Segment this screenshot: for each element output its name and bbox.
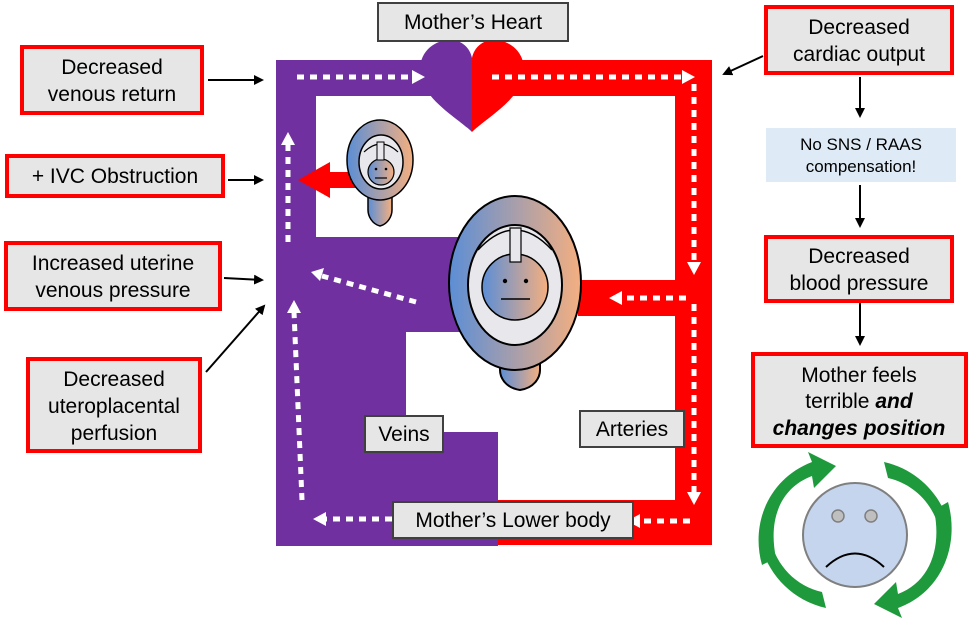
fetus-large <box>448 195 582 392</box>
mother-feels-box: Mother feels terrible and changes positi… <box>751 352 968 448</box>
decreased-uteroplacental-box: Decreased uteroplacental perfusion <box>26 357 202 453</box>
mothers-lower-body-label: Mother’s Lower body <box>392 501 634 539</box>
svg-text:Increased uterine: Increased uterine <box>32 252 194 275</box>
svg-text:No SNS / RAAS: No SNS / RAAS <box>800 135 922 154</box>
svg-text:Mother’s Heart: Mother’s Heart <box>404 11 542 34</box>
svg-text:uteroplacental: uteroplacental <box>48 395 180 418</box>
svg-text:changes position: changes position <box>773 417 946 440</box>
svg-text:compensation!: compensation! <box>806 157 917 176</box>
rotation-arrow-icon <box>758 452 952 618</box>
svg-text:Decreased: Decreased <box>63 368 165 391</box>
svg-text:Decreased: Decreased <box>808 245 910 268</box>
flow-arrows <box>285 74 697 524</box>
veins-label: Veins <box>364 415 444 453</box>
ivc-obstruction-box: + IVC Obstruction <box>5 154 225 198</box>
no-sns-raas-note: No SNS / RAAS compensation! <box>766 128 956 182</box>
svg-text:venous return: venous return <box>48 83 176 106</box>
svg-text:Veins: Veins <box>378 423 429 446</box>
svg-text:blood pressure: blood pressure <box>790 272 929 295</box>
svg-text:Mother feels: Mother feels <box>801 364 917 387</box>
connector-arrows <box>205 55 865 373</box>
svg-text:Mother’s Lower body: Mother’s Lower body <box>415 509 611 532</box>
arteries-label: Arteries <box>579 410 685 448</box>
decreased-cardiac-output-box: Decreased cardiac output <box>764 5 954 75</box>
increased-uterine-pressure-box: Increased uterine venous pressure <box>4 241 222 311</box>
fetus-small <box>346 119 414 227</box>
svg-text:Decreased: Decreased <box>808 16 910 39</box>
sad-face-icon <box>802 482 908 588</box>
svg-text:Decreased: Decreased <box>61 56 163 79</box>
mothers-heart-label: Mother’s Heart <box>377 2 569 42</box>
svg-text:perfusion: perfusion <box>71 422 157 445</box>
flow-arrowheads <box>281 70 701 528</box>
svg-text:venous pressure: venous pressure <box>35 279 190 302</box>
svg-text:Arteries: Arteries <box>596 418 668 441</box>
svg-text:terrible and: terrible and <box>805 390 914 413</box>
svg-text:+ IVC Obstruction: + IVC Obstruction <box>32 165 198 188</box>
decreased-blood-pressure-box: Decreased blood pressure <box>764 235 954 303</box>
decreased-venous-return-box: Decreased venous return <box>20 45 204 115</box>
heart-icon <box>420 40 524 132</box>
svg-text:cardiac output: cardiac output <box>793 43 925 66</box>
